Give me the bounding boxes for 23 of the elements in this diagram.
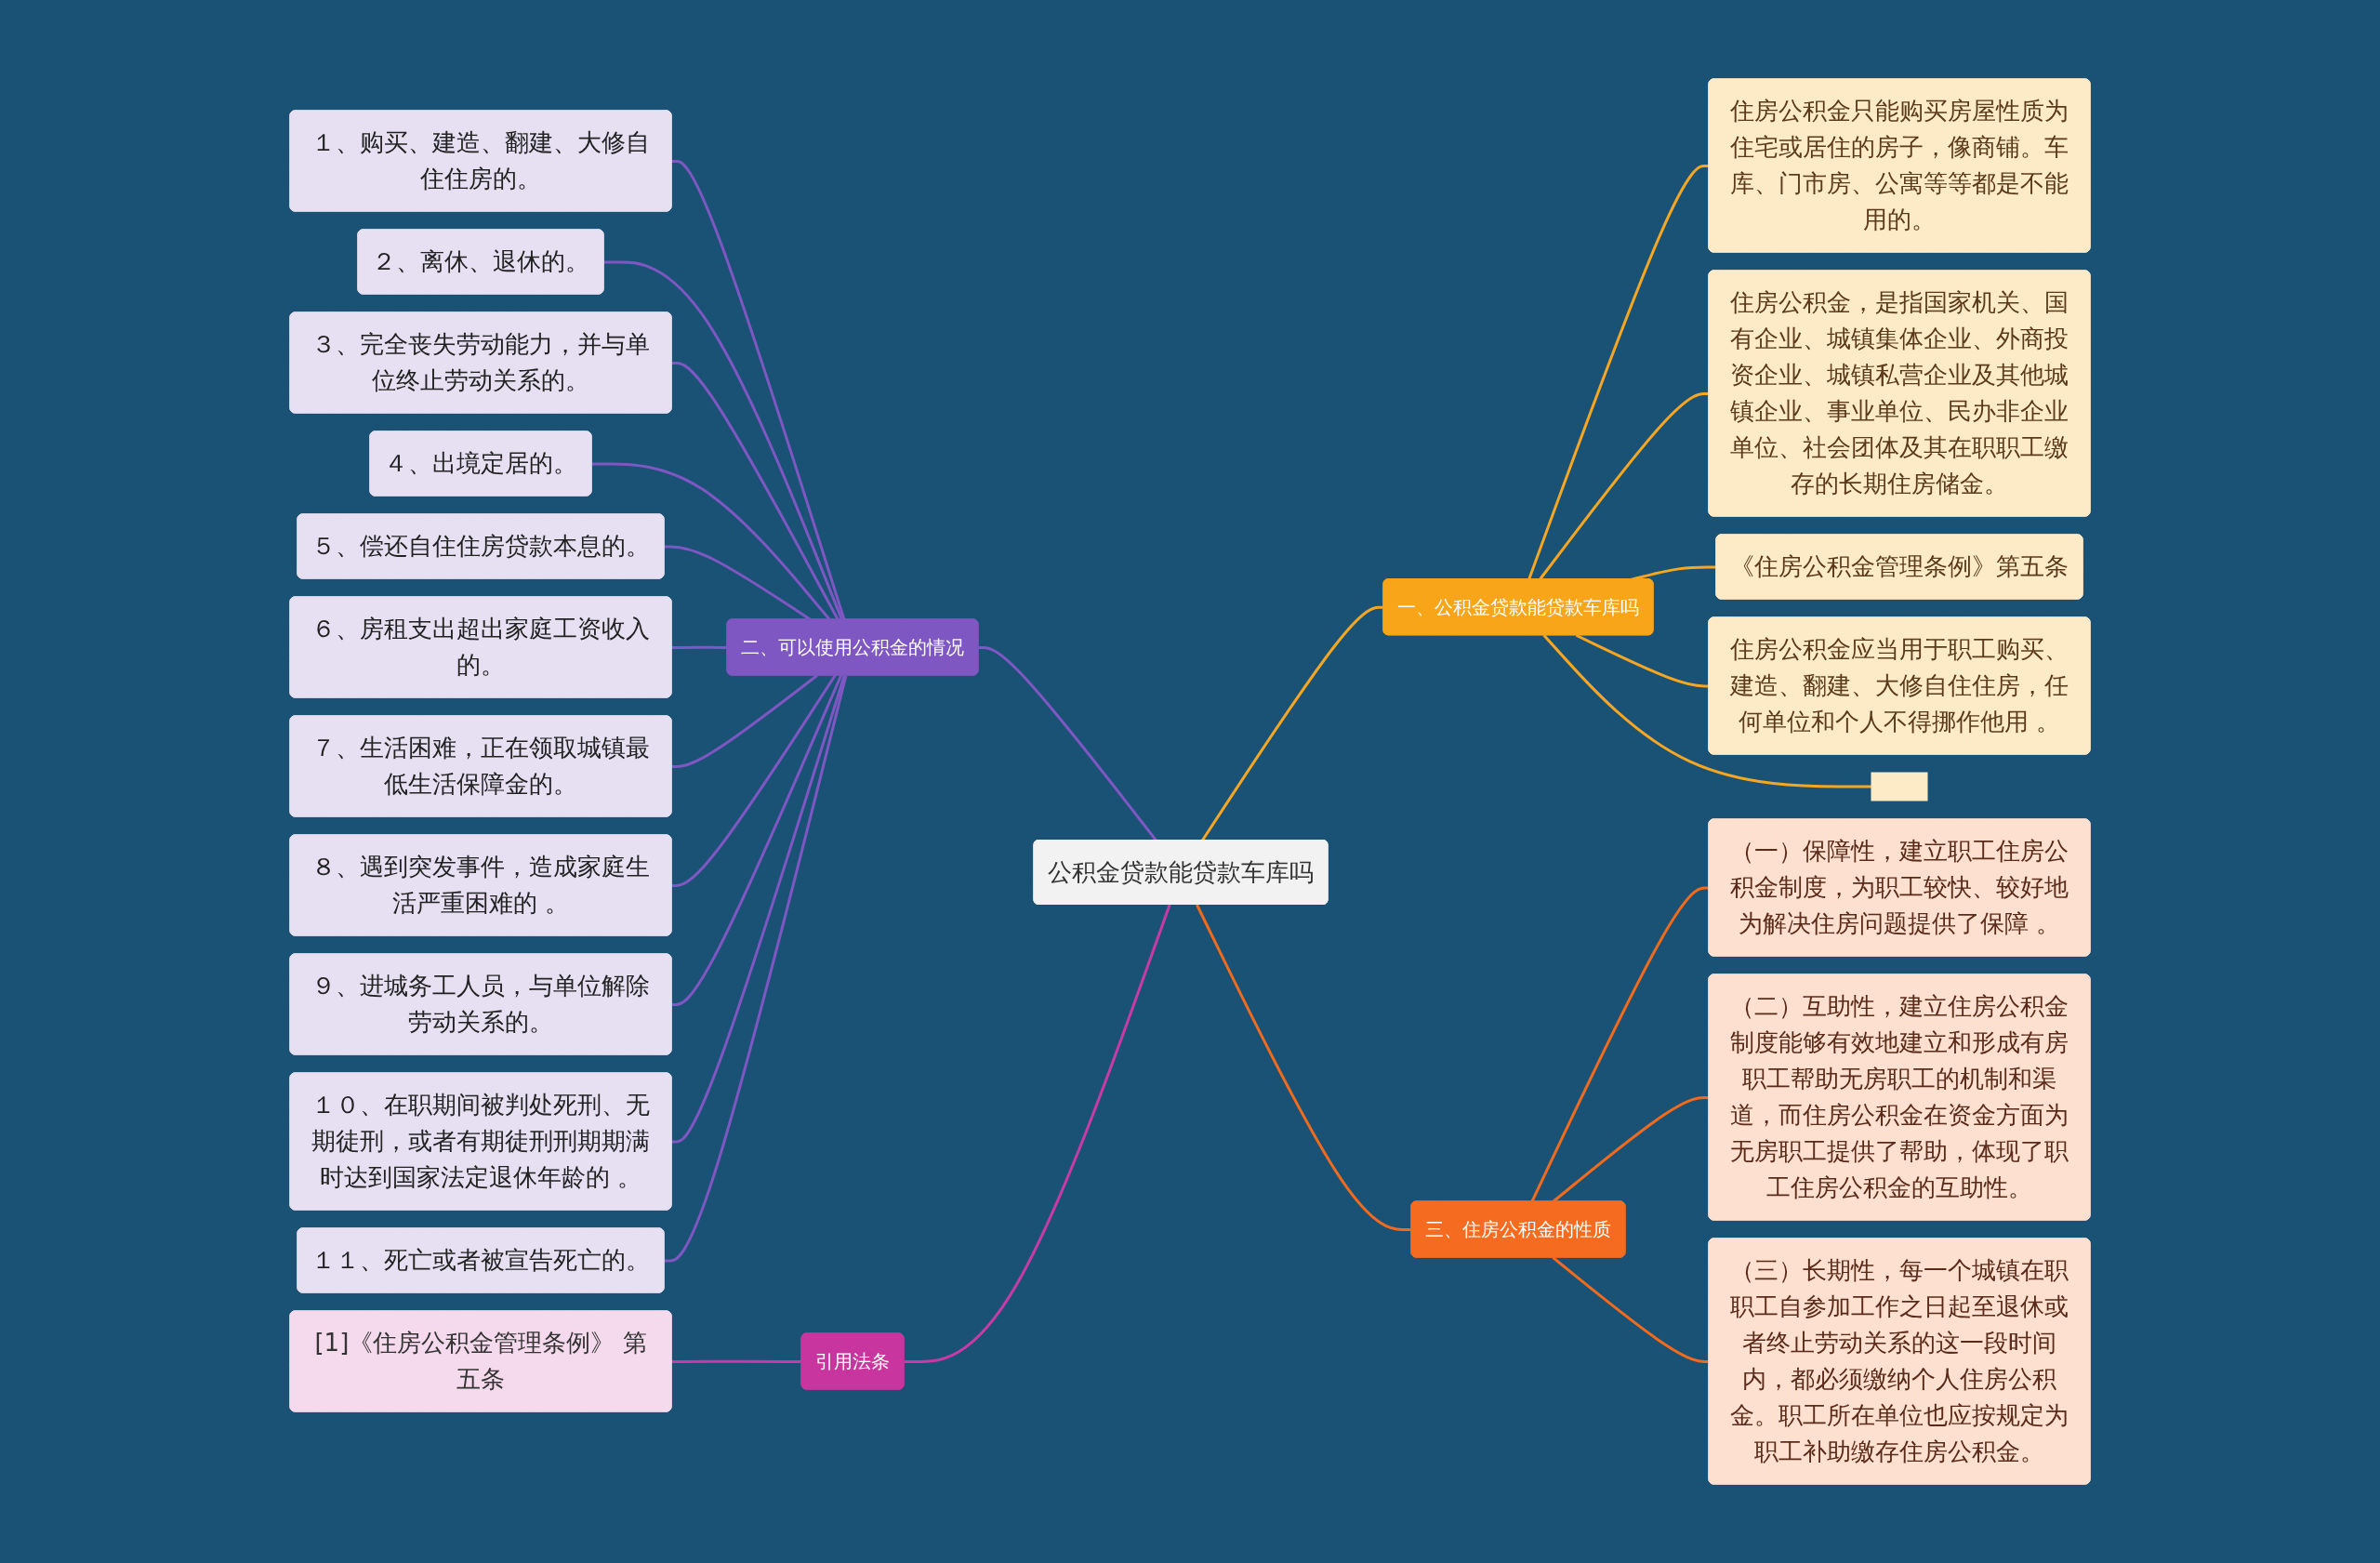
- connector: [1527, 164, 1710, 580]
- connector: [671, 674, 842, 1006]
- connector: [1196, 904, 1412, 1231]
- connector: [664, 675, 848, 1263]
- connector: [1552, 1256, 1710, 1363]
- connector: [671, 159, 846, 620]
- connector: [671, 1359, 802, 1363]
- connector: [1552, 1095, 1710, 1203]
- connector: [671, 645, 728, 649]
- connector: [591, 462, 831, 621]
- connector: [671, 674, 837, 887]
- connector: [671, 674, 818, 768]
- connector: [1201, 605, 1384, 841]
- connector: [664, 545, 812, 621]
- connector: [671, 675, 846, 1144]
- node-box: [1871, 772, 1928, 801]
- connector: [1575, 633, 1710, 688]
- connector: [904, 904, 1171, 1363]
- connector: [671, 361, 840, 621]
- connector: [1542, 634, 1871, 788]
- connector: [978, 645, 1157, 841]
- connector: [603, 260, 843, 621]
- connector: [1530, 886, 1710, 1203]
